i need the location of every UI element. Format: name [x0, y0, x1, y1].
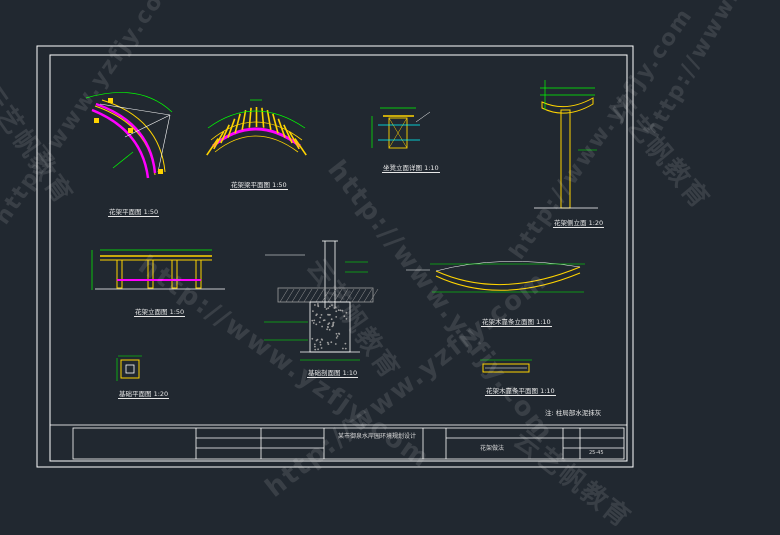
column-section-view	[371, 107, 431, 149]
label-foundation-plan: 基础平面图 1:20	[118, 390, 170, 399]
label-column-section: 坐凳立面详图 1:10	[382, 164, 440, 173]
outer-frame	[36, 45, 634, 468]
general-note: 注: 柱局部水泥抹灰	[545, 409, 602, 417]
label-arc-plan: 花架平面图 1:50	[108, 208, 160, 217]
label-seat-section: 花架木靠条立面图 1:10	[481, 318, 552, 327]
label-beam-plan: 花架梁平面图 1:50	[230, 181, 288, 190]
seat-slat-plan-view	[480, 359, 532, 373]
title-block	[49, 424, 628, 462]
foundation-plan-view	[116, 355, 142, 381]
label-side-elevation: 花架侧立面 1:20	[553, 219, 605, 228]
label-foundation-section: 基础剖面图 1:10	[307, 369, 359, 378]
side-elevation-view	[534, 80, 598, 209]
title-project-name: 某市御泉水岸园环境规划设计	[338, 433, 417, 440]
cad-drawing-sheet	[36, 45, 634, 468]
inner-frame	[49, 54, 628, 462]
foundation-section-view	[264, 240, 379, 361]
seat-slat-elevation-view	[406, 261, 585, 293]
label-front-elevation: 花架立面图 1:50	[134, 308, 186, 317]
front-elevation-view	[91, 249, 225, 290]
label-seat-plan: 花架木靠条平面图 1:10	[485, 387, 556, 396]
title-drawing-name: 花架做法	[480, 445, 505, 452]
title-sheet-number: 25-45	[589, 450, 604, 456]
arc-plan-view	[85, 92, 173, 179]
beam-plan-view	[206, 99, 307, 156]
